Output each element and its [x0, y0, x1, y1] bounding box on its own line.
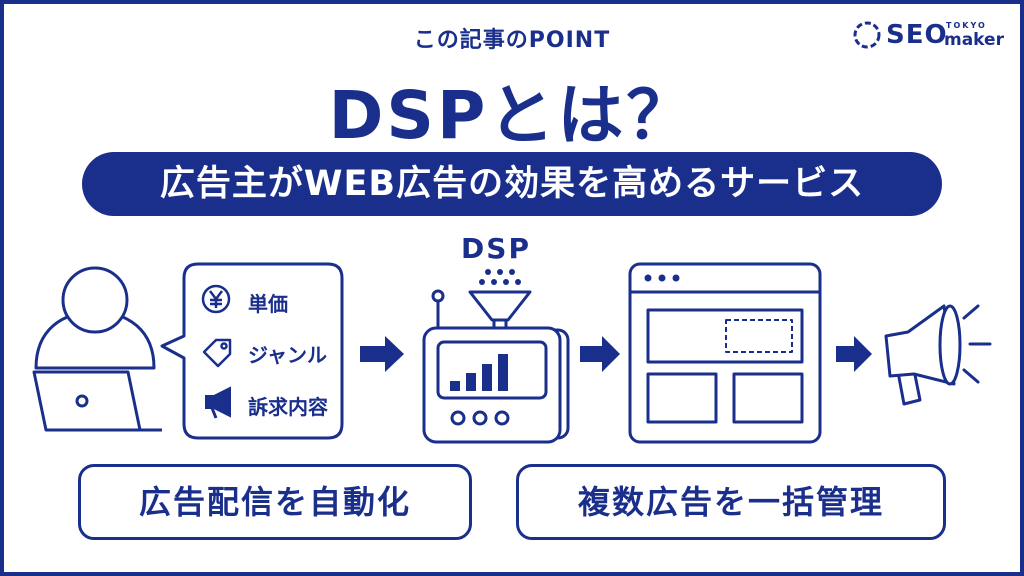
megaphone-icon	[205, 386, 231, 419]
dsp-label: DSP	[461, 232, 531, 265]
bubble-item-price: 単価	[248, 292, 288, 316]
summary-banner: 広告主がWEB広告の効果を高めるサービス	[82, 152, 942, 216]
logo-ring-icon	[853, 21, 881, 49]
logo-sub-bottom: maker	[944, 30, 1004, 50]
arrow-right-icon	[836, 336, 872, 372]
feature-pill-auto-delivery: 広告配信を自動化	[78, 464, 472, 540]
feature-pill-bulk-management: 複数広告を一括管理	[516, 464, 946, 540]
seo-maker-logo: SEO TOKYO maker	[852, 16, 1012, 56]
yen-coin-icon	[201, 284, 231, 314]
arrow-right-icon	[580, 336, 620, 372]
browser-window-icon	[628, 262, 822, 444]
arrow-right-icon	[360, 336, 404, 372]
tag-icon	[202, 338, 232, 368]
dsp-machine-icon	[422, 269, 570, 444]
large-megaphone-icon	[884, 304, 992, 406]
logo-sub-top: TOKYO	[946, 21, 987, 30]
page-title: DSPとは？	[328, 77, 696, 154]
logo-main-text: SEO	[886, 20, 948, 50]
person-laptop-icon	[32, 266, 162, 432]
bubble-item-appeal: 訴求内容	[248, 395, 328, 419]
bubble-item-genre: ジャンル	[248, 343, 327, 367]
point-kicker: この記事のPOINT	[413, 28, 611, 53]
